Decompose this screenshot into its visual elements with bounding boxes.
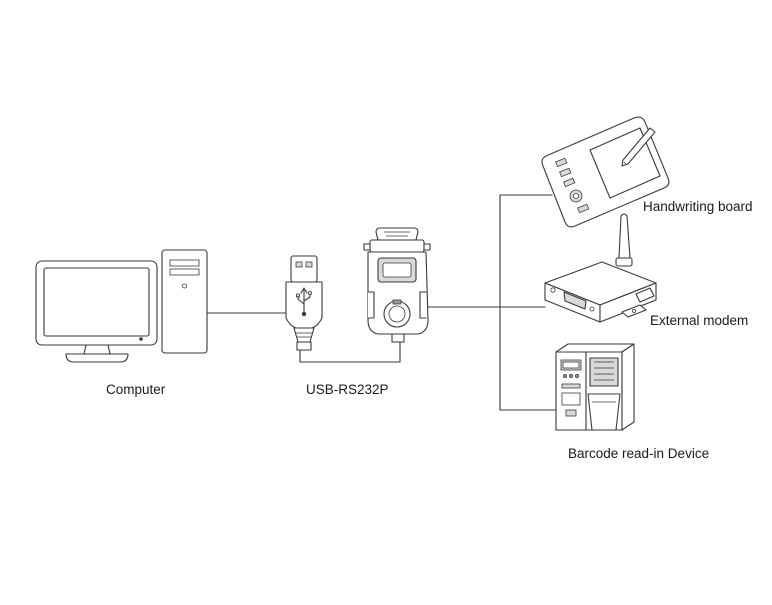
db9-connector-icon: [363, 227, 431, 343]
handwriting-tablet-icon: [541, 116, 670, 228]
handwriting-board-label: Handwriting board: [643, 199, 753, 214]
external-modem-label: External modem: [650, 313, 749, 328]
barcode-printer-icon: [555, 343, 635, 431]
cable-usb-db9: [299, 339, 401, 363]
adapter-label: USB-RS232P: [306, 382, 389, 397]
computer-monitor-icon: [35, 260, 158, 363]
computer-label: Computer: [106, 382, 166, 397]
usb-plug-icon: [285, 255, 323, 351]
barcode-device-label: Barcode read-in Device: [568, 446, 710, 461]
computer-tower-icon: [161, 249, 208, 354]
connection-lines: [206, 194, 556, 411]
external-modem-icon: [544, 213, 657, 323]
